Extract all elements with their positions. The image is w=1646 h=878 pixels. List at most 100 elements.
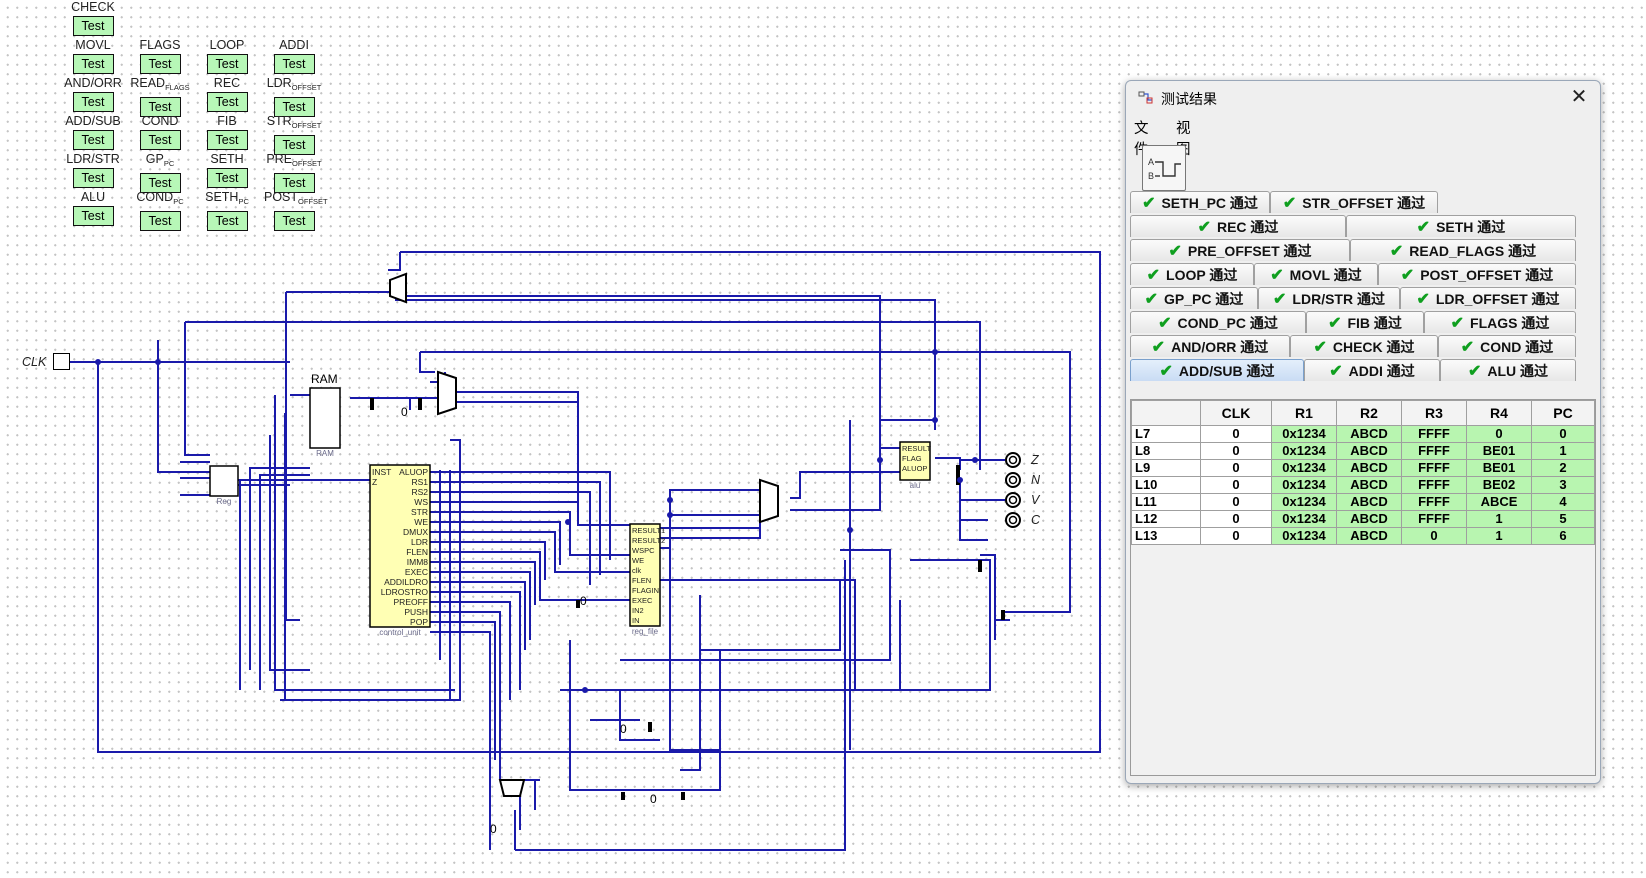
constant-zero: 0 (580, 594, 587, 608)
test-button-addi[interactable]: Test (273, 54, 315, 74)
column-header[interactable] (1131, 400, 1201, 426)
tab-and-orr[interactable]: ✔AND/ORR 通过 (1130, 335, 1290, 357)
test-label: LDR/STR (63, 152, 123, 166)
reg-file-pin: RESULT1 (632, 526, 666, 535)
row-label: L8 (1131, 442, 1201, 460)
column-header[interactable]: R3 (1401, 400, 1467, 426)
table-cell: 0 (1466, 425, 1532, 443)
test-button-seth[interactable]: Test (206, 168, 248, 188)
column-header[interactable]: R4 (1466, 400, 1532, 426)
tab-cond[interactable]: ✔COND 通过 (1438, 335, 1576, 357)
test-button-addsub[interactable]: Test (72, 130, 114, 150)
column-header[interactable]: CLK (1200, 400, 1272, 426)
test-label: CHECK (63, 0, 123, 14)
row-label: L12 (1131, 510, 1201, 528)
test-label-text: LDR/STR (66, 152, 120, 166)
test-button-ldrstr[interactable]: Test (72, 168, 114, 188)
column-header[interactable]: R2 (1336, 400, 1402, 426)
tab-alu[interactable]: ✔ALU 通过 (1440, 359, 1576, 381)
test-label-text: FIB (217, 114, 237, 128)
test-button-loop[interactable]: Test (206, 54, 248, 74)
test-button-rec[interactable]: Test (206, 92, 248, 112)
reg-file-pin: IN (632, 616, 640, 625)
test-button-preoffset[interactable]: Test (273, 173, 315, 193)
reg-file-pin: FLEN (632, 576, 652, 585)
test-button-ldroffset[interactable]: Test (273, 97, 315, 117)
table-cell: 5 (1531, 510, 1595, 528)
tab-rec[interactable]: ✔REC 通过 (1130, 215, 1346, 237)
row-label: L9 (1131, 459, 1201, 477)
tab-str-offset[interactable]: ✔STR_OFFSET 通过 (1270, 191, 1438, 213)
cu-output-pin: STR (411, 507, 428, 517)
cu-output-pin: ALUOP (399, 467, 428, 477)
tab-label: SETH 通过 (1436, 219, 1506, 235)
test-button-sethpc[interactable]: Test (206, 211, 248, 231)
ram-component[interactable] (310, 388, 340, 448)
column-header[interactable]: R1 (1271, 400, 1337, 426)
window-title: 测试结果 (1161, 91, 1217, 107)
test-button-movl[interactable]: Test (72, 54, 114, 74)
tab-label: LOOP 通过 (1166, 267, 1238, 283)
pass-check-icon: ✔ (1313, 339, 1327, 356)
window-titlebar[interactable]: 测试结果 ✕ (1126, 81, 1600, 113)
tab-pre-offset[interactable]: ✔PRE_OFFSET 通过 (1130, 239, 1350, 261)
test-button-condpc[interactable]: Test (139, 211, 181, 231)
test-button-postoffset[interactable]: Test (273, 211, 315, 231)
tab-loop[interactable]: ✔LOOP 通过 (1130, 263, 1254, 285)
tab-check[interactable]: ✔CHECK 通过 (1290, 335, 1438, 357)
table-cell: 0x1234 (1271, 510, 1337, 528)
timing-diagram-button[interactable]: A B (1142, 145, 1186, 191)
pass-check-icon: ✔ (1197, 219, 1211, 236)
close-button[interactable]: ✕ (1564, 85, 1594, 109)
test-label: PREOFFSET (264, 152, 324, 171)
test-button-alu[interactable]: Test (72, 206, 114, 226)
row-label: L11 (1131, 493, 1201, 511)
tab-seth-pc[interactable]: ✔SETH_PC 通过 (1130, 191, 1270, 213)
tab-gp-pc[interactable]: ✔GP_PC 通过 (1130, 287, 1258, 309)
test-button-gppc[interactable]: Test (139, 173, 181, 193)
test-button-cond[interactable]: Test (139, 130, 181, 150)
test-button-flags[interactable]: Test (139, 54, 181, 74)
pass-check-icon: ✔ (1158, 315, 1172, 332)
pass-check-icon: ✔ (1159, 363, 1173, 380)
test-button-stroffset[interactable]: Test (273, 135, 315, 155)
tab-addi[interactable]: ✔ADDI 通过 (1304, 359, 1440, 381)
tab-read-flags[interactable]: ✔READ_FLAGS 通过 (1350, 239, 1576, 261)
control-unit-name: control_unit (379, 628, 421, 637)
reg-file-pin: clk (632, 566, 642, 575)
tab-seth[interactable]: ✔SETH 通过 (1346, 215, 1576, 237)
test-button-readflags[interactable]: Test (139, 97, 181, 117)
test-button-fib[interactable]: Test (206, 130, 248, 150)
tab-fib[interactable]: ✔FIB 通过 (1306, 311, 1424, 333)
test-label-text: SETH (205, 190, 239, 204)
clock-input[interactable] (53, 353, 70, 370)
table-cell: ABCD (1336, 442, 1402, 460)
tab-add-sub[interactable]: ✔ADD/SUB 通过 (1130, 359, 1304, 381)
test-button-check[interactable]: Test (72, 16, 114, 36)
tab-cond-pc[interactable]: ✔COND_PC 通过 (1130, 311, 1306, 333)
flag-z-label: Z (1031, 453, 1039, 467)
tab-post-offset[interactable]: ✔POST_OFFSET 通过 (1378, 263, 1576, 285)
tab-label: PRE_OFFSET 通过 (1187, 243, 1312, 259)
test-button-andorr[interactable]: Test (72, 92, 114, 112)
table-cell: 1 (1531, 442, 1595, 460)
row-label: L10 (1131, 476, 1201, 494)
tab-flags[interactable]: ✔FLAGS 通过 (1424, 311, 1576, 333)
tab-ldr-offset[interactable]: ✔LDR_OFFSET 通过 (1400, 287, 1576, 309)
cu-output-pin: POP (410, 617, 428, 627)
tab-ldr-str[interactable]: ✔LDR/STR 通过 (1258, 287, 1400, 309)
alu-pin: ALUOP (902, 464, 928, 473)
pass-check-icon: ✔ (1282, 195, 1297, 212)
table-cell: 0x1234 (1271, 476, 1337, 494)
tab-movl[interactable]: ✔MOVL 通过 (1254, 263, 1378, 285)
column-header[interactable]: PC (1531, 400, 1595, 426)
reg-component[interactable] (210, 466, 238, 496)
